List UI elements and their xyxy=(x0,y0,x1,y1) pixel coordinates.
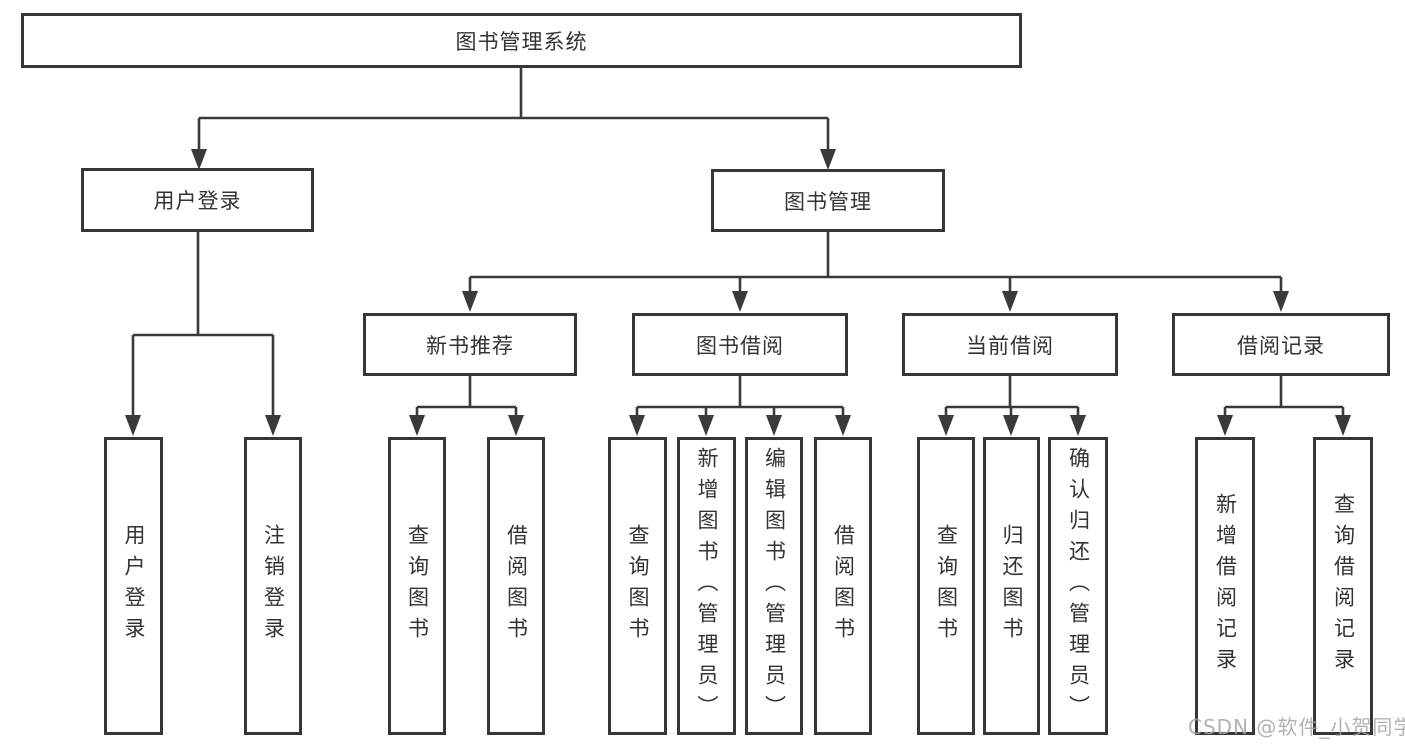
leaf-newbooks-borrow-books: 借阅图书 xyxy=(487,437,545,735)
node-borrowing-records: 借阅记录 xyxy=(1172,313,1390,376)
node-label: 借阅图书 xyxy=(831,524,856,648)
leaf-user-login: 用户登录 xyxy=(104,437,163,735)
node-label: 当前借阅 xyxy=(966,333,1054,358)
node-label: 新书推荐 xyxy=(426,333,514,358)
leaf-records-add-record: 新增借阅记录 xyxy=(1195,437,1255,735)
leaf-records-query-record: 查询借阅记录 xyxy=(1313,437,1373,735)
leaf-current-return-books: 归还图书 xyxy=(983,437,1040,735)
node-label: 借阅记录 xyxy=(1237,333,1325,358)
node-new-book-recommendation: 新书推荐 xyxy=(363,313,577,376)
arrowheads xyxy=(125,149,1351,436)
node-label: 图书借阅 xyxy=(696,333,784,358)
leaf-logout: 注销登录 xyxy=(244,437,302,735)
node-library-management-system: 图书管理系统 xyxy=(21,13,1022,68)
leaf-borrowing-add-book-admin: 新增图书（管理员） xyxy=(677,437,736,735)
node-label: 新增图书（管理员） xyxy=(695,446,719,726)
leaf-borrowing-edit-book-admin: 编辑图书（管理员） xyxy=(745,437,803,735)
node-label: 图书管理 xyxy=(784,189,872,214)
node-book-management: 图书管理 xyxy=(711,169,945,232)
node-label: 编辑图书（管理员） xyxy=(762,446,787,726)
node-label: 归还图书 xyxy=(1000,524,1024,648)
watermark-text: CSDN @软件_小贺同学 xyxy=(1188,715,1405,739)
node-book-borrowing: 图书借阅 xyxy=(632,313,848,376)
node-label: 查询图书 xyxy=(405,524,430,648)
node-label: 用户登录 xyxy=(153,189,242,213)
leaf-current-confirm-return-admin: 确认归还（管理员） xyxy=(1048,437,1108,735)
node-label: 新增借阅记录 xyxy=(1213,493,1238,679)
node-label: 查询图书 xyxy=(934,524,959,648)
node-label: 查询图书 xyxy=(626,524,650,648)
node-label: 图书管理系统 xyxy=(455,29,588,54)
node-label: 用户登录 xyxy=(122,524,146,648)
leaf-current-query-books: 查询图书 xyxy=(917,437,975,735)
node-label: 借阅图书 xyxy=(504,524,529,648)
leaf-borrowing-query-books: 查询图书 xyxy=(608,437,667,735)
node-label: 确认归还（管理员） xyxy=(1066,446,1091,726)
node-label: 注销登录 xyxy=(261,524,286,648)
node-label: 查询借阅记录 xyxy=(1331,493,1356,679)
node-user-login: 用户登录 xyxy=(81,168,314,232)
node-current-borrowing: 当前借阅 xyxy=(902,313,1118,376)
leaf-newbooks-query-books: 查询图书 xyxy=(388,437,446,735)
leaf-borrowing-borrow-books: 借阅图书 xyxy=(814,437,872,735)
